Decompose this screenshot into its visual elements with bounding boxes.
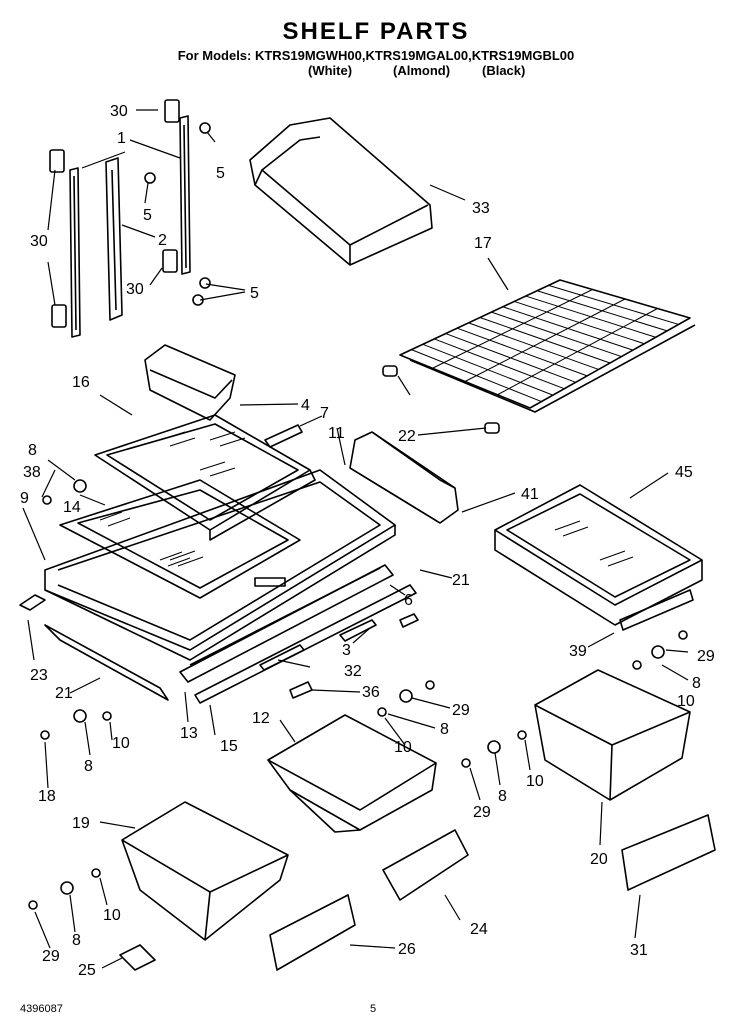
callout-9: 9 [20,490,29,507]
callout-33: 33 [472,200,490,217]
color-label-almond: (Almond) [393,63,451,78]
callout-29: 29 [697,648,715,665]
callout-19: 19 [72,815,90,832]
callout-39: 39 [569,643,587,660]
models-line: For Models: KTRS19MGWH00,KTRS19MGAL00,KT… [177,48,575,63]
callout-7: 7 [320,405,329,422]
callout-8: 8 [692,675,701,692]
callout-17: 17 [474,235,492,252]
color-label-black: (Black) [482,63,526,78]
crisper-pan-19 [121,801,289,941]
document-number: 4396087 [20,1003,63,1015]
callout-8: 8 [498,788,507,805]
callout-6: 6 [404,592,413,609]
callout-23: 23 [30,667,48,684]
diagram-title: SHELF PARTS [282,18,470,45]
color-label-white: (White) [308,63,353,78]
callout-5: 5 [216,165,225,182]
callout-29: 29 [452,702,470,719]
callout-45: 45 [675,464,693,481]
shelf-ladder-left [49,149,81,338]
callout-12: 12 [252,710,270,727]
callout-labels: 30 1 5 5 2 30 30 5 33 17 16 4 7 11 8 38 … [20,103,715,979]
leader-lines [22,109,689,969]
crisper-cover-26 [269,894,356,971]
callout-10: 10 [112,735,130,752]
shelf-ladder-middle [105,157,123,321]
crisper-pan-12 [267,714,437,833]
wire-shelf-17 [382,279,696,434]
callout-31: 31 [630,942,648,959]
callout-30: 30 [110,103,128,120]
callout-8: 8 [440,721,449,738]
callout-38: 38 [23,464,41,481]
callout-41: 41 [521,486,539,503]
shelf-hardware [28,479,688,910]
rail-clips [259,613,419,699]
callout-4: 4 [301,397,310,414]
callout-21: 21 [55,685,73,702]
callout-36: 36 [362,684,380,701]
callout-10: 10 [526,773,544,790]
callout-26: 26 [398,941,416,958]
callout-14: 14 [63,499,81,516]
callout-18: 18 [38,788,56,805]
slide-rail-13 [179,564,394,683]
callout-10: 10 [677,693,695,710]
shelf-ladder-right [162,99,191,275]
callout-10: 10 [103,907,121,924]
shelf-side-rail-7 [264,424,303,448]
door-bin-33 [249,117,433,266]
dairy-bin-4 [144,344,236,421]
callout-2: 2 [158,232,167,249]
callout-8: 8 [72,932,81,949]
glass-shelf-16 [94,414,316,541]
glass-shelf-9 [59,479,301,599]
crisper-pan-20 [534,669,691,801]
glass-shelf-45 [494,484,703,631]
slide-rail-15 [194,584,417,704]
callout-16: 16 [72,374,90,391]
callout-3: 3 [342,642,351,659]
shelf-rail-21 [44,624,169,701]
callout-13: 13 [180,725,198,742]
crisper-cover-24 [382,829,469,901]
callout-24: 24 [470,921,488,938]
callout-25: 25 [78,962,96,979]
callout-11: 11 [328,425,345,442]
door-rail-41 [349,431,459,524]
callout-21: 21 [452,572,470,589]
pan-divider-25 [119,944,156,971]
callout-5: 5 [250,285,259,302]
page-number: 5 [370,1003,377,1015]
callout-30: 30 [126,281,144,298]
callout-32: 32 [344,663,362,680]
callout-29: 29 [473,804,491,821]
callout-8: 8 [84,758,93,775]
crisper-cover-31 [621,814,716,891]
callout-5: 5 [143,207,152,224]
shelf-frame-11 [44,469,396,661]
callout-22: 22 [398,428,416,445]
callout-10: 10 [394,739,412,756]
callout-8: 8 [28,442,37,459]
callout-1: 1 [117,130,126,147]
shelf-front-trim-23 [19,594,46,611]
callout-20: 20 [590,851,608,868]
callout-30: 30 [30,233,48,250]
callout-15: 15 [220,738,238,755]
callout-29: 29 [42,948,60,965]
